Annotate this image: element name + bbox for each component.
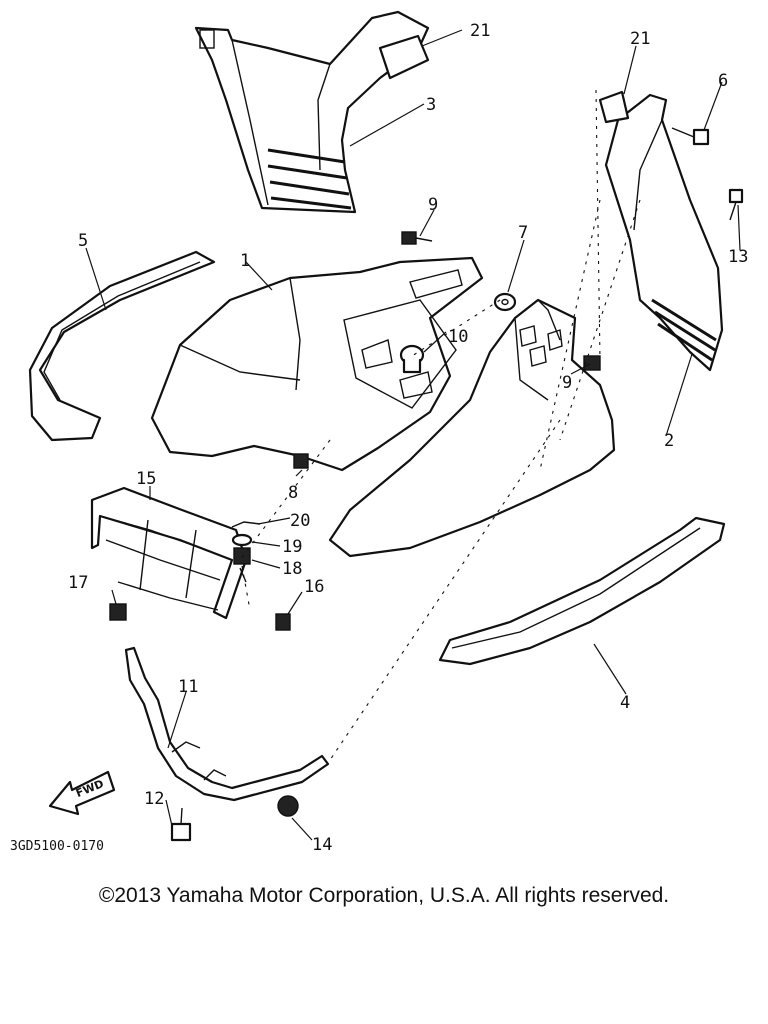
part-21-pad-left [378,34,430,80]
part-9-bolt-right [583,355,601,371]
part-10-grommet [399,344,425,374]
part-21-pad-right [598,90,630,124]
drawing-code: 3GD5100-0170 [10,839,104,854]
part-1-rear-fender [150,256,484,472]
part-18-collar [233,547,251,565]
part-20-pin [231,521,261,528]
part-17-bolt [109,603,127,621]
part-2-side-panel [604,93,724,372]
callout-19: 19 [282,537,302,557]
callout-16: 16 [304,577,324,597]
assembly-guidelines [239,89,641,761]
callout-11: 11 [178,677,198,697]
callout-12: 12 [144,789,164,809]
callout-5: 5 [78,231,88,251]
callout-18: 18 [282,559,302,579]
part-4-trim-strip [438,516,726,666]
callout-10: 10 [448,327,468,347]
leader-lines [85,29,741,841]
callout-17: 17 [68,573,88,593]
callout-3: 3 [426,95,436,115]
callout-15: 15 [136,469,156,489]
callout-2: 2 [664,431,674,451]
callout-7: 7 [518,223,528,243]
callout-13: 13 [728,247,748,267]
callout-9-right: 9 [562,373,572,393]
part-12-bolt [170,807,192,842]
part-9-bolt-upper [401,231,433,245]
callout-14: 14 [312,835,332,855]
part-5-trim-strip [28,250,216,442]
part-16-bolt [275,613,291,631]
parts-diagram: FWD 21 3 21 6 5 [10,10,748,855]
callout-6: 6 [718,71,728,91]
part-14-nut [277,795,299,817]
part-6-bolt [671,127,710,146]
callout-21-right: 21 [630,29,650,49]
part-8-bolt [293,453,309,469]
part-3-side-panel [194,10,430,214]
fwd-arrow-icon [48,770,116,816]
callout-8: 8 [288,483,298,503]
part-13-bolt [728,188,744,221]
callout-9-upper: 9 [428,195,438,215]
part-15-guard [90,486,248,620]
front-fender [328,298,616,558]
copyright-notice: ©2013 Yamaha Motor Corporation, U.S.A. A… [98,884,670,907]
callout-21-left: 21 [470,21,490,41]
callout-1: 1 [240,251,250,271]
callout-4: 4 [620,693,630,713]
callout-20: 20 [290,511,310,531]
part-11-bracket [124,646,330,802]
part-19-washer [231,533,253,547]
part-7-washer [493,292,517,312]
